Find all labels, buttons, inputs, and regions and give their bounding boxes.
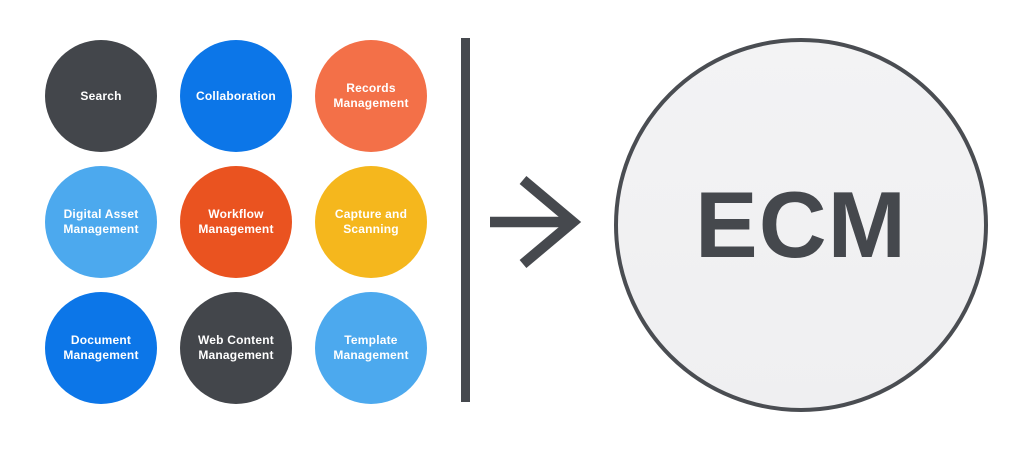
feature-circle-document-management: Document Management	[45, 292, 157, 404]
feature-circle-capture-and-scanning: Capture and Scanning	[315, 166, 427, 278]
feature-circle-digital-asset-management: Digital Asset Management	[45, 166, 157, 278]
feature-circle-label: Document Management	[63, 333, 139, 362]
feature-circle-template-management: Template Management	[315, 292, 427, 404]
feature-circle-web-content-management: Web Content Management	[180, 292, 292, 404]
ecm-label: ECM	[695, 172, 907, 277]
feature-circle-collaboration: Collaboration	[180, 40, 292, 152]
feature-circle-records-management: Records Management	[315, 40, 427, 152]
divider-line	[461, 38, 470, 402]
right-arrow-icon	[490, 175, 582, 269]
feature-circle-label: Digital Asset Management	[63, 207, 139, 236]
feature-circle-label: Workflow Management	[198, 207, 274, 236]
feature-circle-label: Search	[80, 88, 122, 103]
feature-circle-search: Search	[45, 40, 157, 152]
ecm-circle: ECM	[614, 38, 988, 412]
feature-circle-label: Records Management	[333, 81, 409, 110]
feature-circle-workflow-management: Workflow Management	[180, 166, 292, 278]
feature-circle-label: Template Management	[333, 333, 409, 362]
feature-circle-label: Web Content Management	[198, 333, 274, 362]
feature-circle-label: Capture and Scanning	[334, 207, 408, 236]
feature-circle-label: Collaboration	[196, 88, 276, 103]
